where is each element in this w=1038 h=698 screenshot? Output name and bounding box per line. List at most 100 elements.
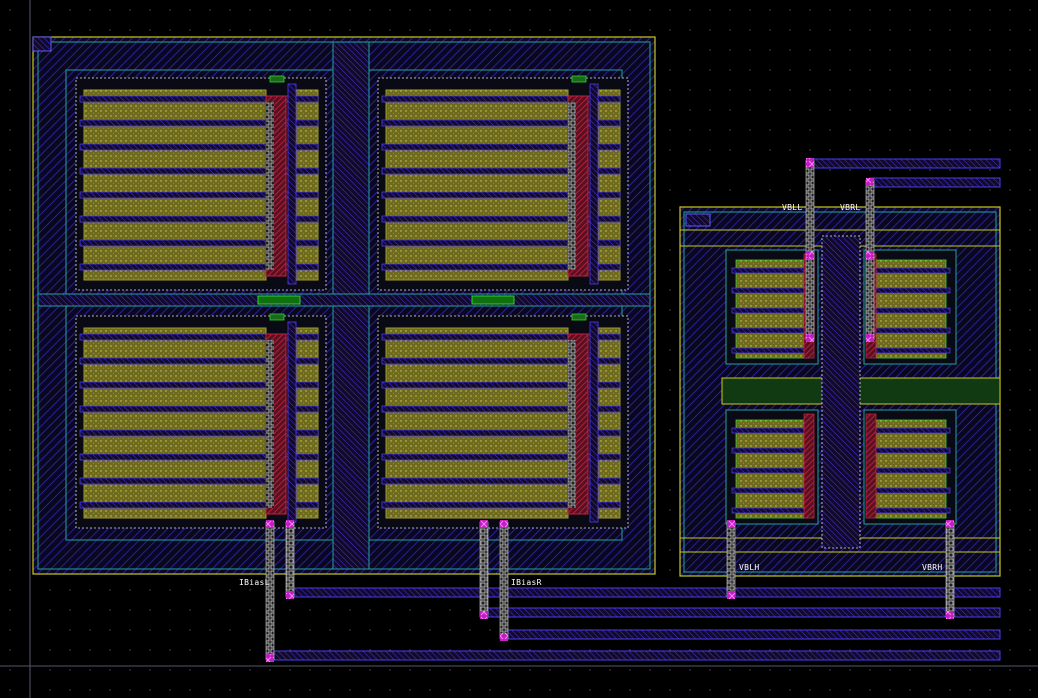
via [266,520,274,528]
transistor-quadrant[interactable] [75,313,327,529]
right-transistor-quadrants [725,249,957,525]
active-area [597,89,621,281]
metal-finger [869,307,951,314]
active-area [385,327,569,519]
pin-stem [479,521,489,618]
via [806,334,814,342]
active-area [385,89,569,281]
metal-finger [731,447,813,454]
pin-label-ibiasr: IBiasR [511,578,542,587]
transistor-quadrant[interactable] [75,75,327,291]
metal-finger [731,507,813,514]
metal-finger [381,191,621,199]
via [727,520,735,528]
poly-gate [803,413,815,519]
pin-label-vbrh: VBRH [922,563,943,572]
metal-finger [381,429,621,437]
metal-finger [869,327,951,334]
contact-column [266,102,274,270]
metal-finger [79,215,319,223]
active-area [295,89,319,281]
metal-finger [381,477,621,485]
metal-finger [869,507,951,514]
via [286,520,294,528]
via [500,520,508,528]
bias-transistor[interactable] [725,249,819,365]
metal-routing [265,158,1001,662]
via [727,591,735,599]
gate-marker [571,75,587,83]
metal-finger [731,347,813,354]
bias-transistor[interactable] [725,409,819,525]
pin-stem [285,521,295,598]
via [500,633,508,641]
metal-finger [731,487,813,494]
metal-finger [79,405,319,413]
poly-gate [865,413,877,519]
via [806,251,814,259]
metal-bus [269,650,1001,661]
transistor-quadrant[interactable] [377,75,629,291]
via [866,334,874,342]
metal-finger [79,501,319,509]
pin-stem [945,521,955,618]
metal-finger [79,95,319,103]
metal-finger [381,357,621,365]
metal-bus [869,177,1001,188]
metal-finger [381,167,621,175]
pin-label-vbrl: VBRL [840,203,861,212]
metal-finger [381,119,621,127]
pin-stem [726,521,736,598]
metal-finger [381,215,621,223]
via [946,520,954,528]
bias-transistor[interactable] [863,249,957,365]
metal-finger [79,333,319,341]
gate-marker [571,313,587,321]
metal-strap [287,83,297,285]
via [806,159,814,167]
via [286,591,294,599]
active-area [597,327,621,519]
via [946,611,954,619]
metal-finger [731,427,813,434]
metal-finger [731,307,813,314]
metal-finger [79,119,319,127]
metal-finger [869,487,951,494]
metal-finger [381,453,621,461]
pin-stem [865,179,875,341]
metal-finger [381,263,621,271]
bias-transistor[interactable] [863,409,957,525]
gate-marker [269,313,285,321]
via [866,251,874,259]
metal-finger [79,381,319,389]
metal-finger [79,357,319,365]
contact-column [266,340,274,508]
metal-finger [731,267,813,274]
active-area [295,327,319,519]
metal-finger [869,287,951,294]
gate-marker [269,75,285,83]
metal-finger [869,447,951,454]
transistor-quadrant[interactable] [377,313,629,529]
contact-column [568,340,576,508]
pin-label-vblh: VBLH [739,563,760,572]
metal-finger [381,405,621,413]
pin-stem [499,521,509,640]
metal-finger [79,143,319,151]
contact-column [568,102,576,270]
metal-finger [381,143,621,151]
pin-stem [265,521,275,661]
metal-finger [731,467,813,474]
metal-strap [287,321,297,523]
metal-finger [79,453,319,461]
metal-finger [381,239,621,247]
metal-bus [483,607,1001,618]
metal-strap [589,83,599,285]
pin-label-vbll: VBLL [782,203,803,212]
via [480,611,488,619]
metal-finger [381,501,621,509]
metal-finger [869,467,951,474]
metal-bus [503,629,1001,640]
metal-finger [869,347,951,354]
